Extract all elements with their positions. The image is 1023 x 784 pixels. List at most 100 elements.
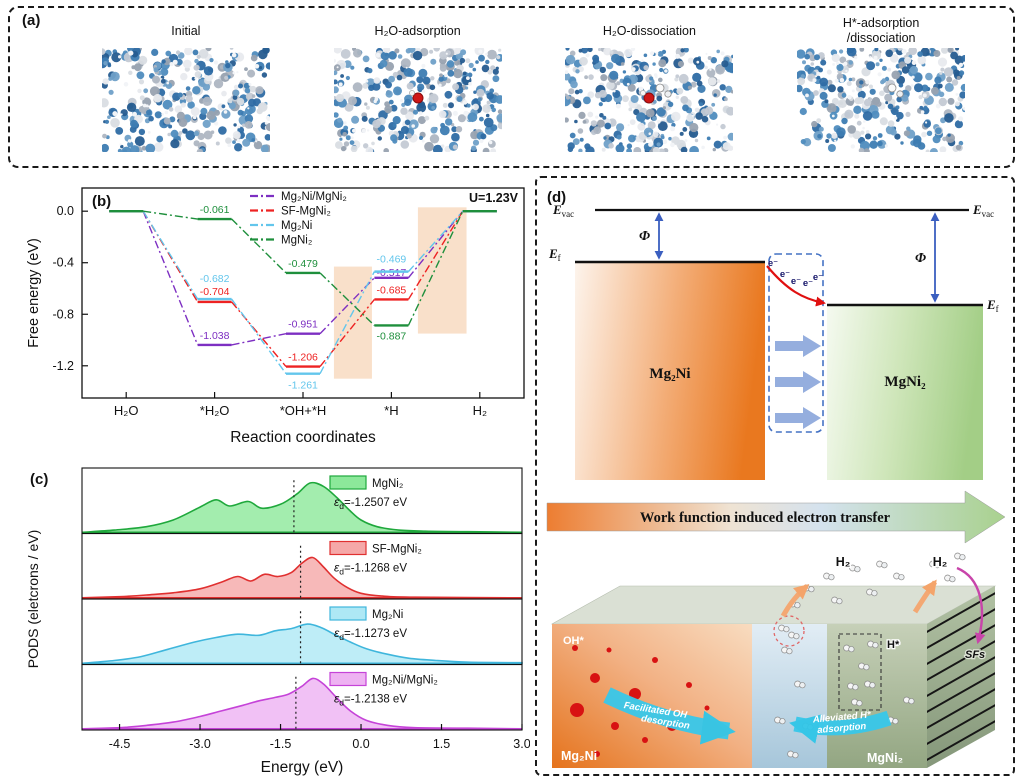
x-tick-label: *H₂O bbox=[200, 403, 230, 418]
legend-swatch bbox=[329, 475, 367, 490]
value-label: -1.206 bbox=[288, 352, 318, 364]
oh-species-dot bbox=[686, 682, 692, 688]
panel-d-label: (d) bbox=[547, 189, 566, 206]
oh-species-dot bbox=[594, 751, 600, 757]
d-band-center-label: εd=-1.2507 eV bbox=[334, 495, 407, 511]
legend-swatch bbox=[329, 671, 367, 687]
banner-arrow bbox=[546, 490, 1006, 544]
dashed-circle-highlight bbox=[773, 615, 805, 647]
sfs-pointer-arrow bbox=[956, 566, 986, 645]
oh-species-dot bbox=[652, 657, 658, 663]
highlight-band bbox=[417, 207, 467, 334]
y-tick-label: -0.8 bbox=[52, 307, 74, 321]
x-tick-label: *OH+*H bbox=[280, 403, 327, 418]
h-adsorption-arrow bbox=[789, 710, 892, 744]
value-label: -0.685 bbox=[377, 284, 407, 296]
d-band-center-label: εd=-1.1268 eV bbox=[334, 561, 407, 577]
legend-label: Mg₂Ni bbox=[372, 609, 403, 621]
legend-label: MgNi₂ bbox=[372, 478, 403, 490]
transfer-block-arrow bbox=[775, 335, 821, 357]
h2-release-arrow-left bbox=[780, 584, 810, 618]
sfs-label: SFs bbox=[965, 649, 985, 661]
series-Mg₂Ni: -0.682 -1.261 -0.469 bbox=[109, 209, 497, 392]
interface-dashed-box bbox=[768, 253, 824, 433]
mg2ni-block bbox=[575, 262, 765, 480]
value-label: -0.951 bbox=[288, 319, 318, 331]
oh-label: OH* bbox=[563, 635, 585, 647]
x-tick-label: -1.5 bbox=[270, 737, 292, 751]
pods-panel-SF-MgNi₂: SF-MgNi₂ εd=-1.1268 eV bbox=[81, 532, 523, 600]
x-tick-label: H₂ bbox=[473, 403, 487, 418]
electron-label: e⁻ bbox=[803, 278, 813, 289]
oh-species-dot bbox=[572, 645, 578, 651]
electron-label: e⁻ bbox=[768, 258, 778, 269]
highlight-band bbox=[333, 266, 372, 379]
value-label: -1.038 bbox=[200, 330, 230, 342]
phi-label-left: Φ bbox=[639, 229, 650, 244]
banner-text: Work function induced electron transfer bbox=[640, 510, 891, 526]
value-label: -0.479 bbox=[288, 258, 318, 270]
density-curve bbox=[81, 481, 523, 534]
value-label: -0.682 bbox=[200, 273, 230, 285]
value-label: -0.061 bbox=[200, 204, 230, 216]
legend-label: SF-MgNi₂ bbox=[372, 544, 422, 556]
x-tick-label: -4.5 bbox=[109, 737, 131, 751]
h-star-label: H* bbox=[887, 639, 900, 651]
crystal-structure-image bbox=[101, 48, 270, 152]
density-curve bbox=[81, 556, 523, 599]
evac-label-right: Evac bbox=[972, 202, 994, 219]
structure-row: Initial H₂O-adsorption H₂O-dissociation … bbox=[70, 14, 997, 162]
panel-c-pods-chart: MgNi₂ εd=-1.2507 eV SF-MgNi₂ εd=-1.1268 eV M… bbox=[25, 467, 530, 776]
electron-label: e⁻ bbox=[780, 269, 790, 280]
left-material-label: Mg₂Ni bbox=[649, 366, 690, 382]
oh-species-dot bbox=[606, 647, 612, 653]
h2-label-right: H₂ bbox=[933, 555, 948, 569]
y-axis-title: Free energy (eV) bbox=[26, 238, 42, 348]
schematic-left-material-label: Mg₂Ni bbox=[561, 749, 597, 763]
x-tick-label: 1.5 bbox=[433, 737, 450, 751]
interface-front-face bbox=[752, 624, 827, 768]
y-tick-label: -1.2 bbox=[52, 359, 74, 373]
transfer-block-arrow bbox=[775, 371, 821, 393]
h-cluster-dashed-box bbox=[838, 633, 882, 711]
legend-swatch bbox=[329, 606, 367, 621]
structure-title: H₂O-dissociation bbox=[602, 23, 696, 38]
structure-item-initial: Initial bbox=[101, 14, 270, 152]
x-axis-title: Energy (eV) bbox=[261, 759, 344, 776]
panel-a: (a) Initial H₂O-adsorption H₂O-dissociat… bbox=[8, 6, 1015, 168]
oh-species-dot bbox=[570, 703, 584, 717]
stacking-faults-lines bbox=[927, 590, 995, 762]
value-label: -0.469 bbox=[377, 254, 407, 266]
oh-desorption-arrow bbox=[603, 687, 736, 745]
electron-flow-arrow bbox=[766, 265, 826, 307]
value-label: -1.261 bbox=[288, 380, 318, 392]
h2-release-arrow-right bbox=[912, 579, 938, 614]
phi-label-right: Φ bbox=[915, 251, 926, 266]
h2-label-left: H₂ bbox=[836, 555, 851, 569]
y-axis-title: PODS (eletcrons / eV) bbox=[25, 530, 41, 669]
d-band-center-label: εd=-1.1273 eV bbox=[334, 626, 407, 642]
pods-panel-Mg₂Ni: Mg₂Ni εd=-1.1273 eV bbox=[81, 598, 523, 666]
y-tick-label: -0.4 bbox=[52, 256, 74, 270]
structure-item-h2o-dissociation: H₂O-dissociation bbox=[565, 14, 734, 152]
electron-label: e⁻ bbox=[791, 276, 801, 287]
legend-label: Mg₂Ni bbox=[281, 220, 312, 232]
oh-species-dot bbox=[611, 722, 619, 730]
evac-label-left: Evac bbox=[552, 202, 574, 219]
panel-a-label: (a) bbox=[22, 12, 41, 29]
x-axis-title: Reaction coordinates bbox=[230, 429, 376, 446]
ef-label-right: Ef bbox=[986, 297, 999, 314]
h-adsorption-text: adsorption bbox=[817, 721, 867, 736]
pods-panel-MgNi₂: MgNi₂ εd=-1.2507 eV bbox=[81, 467, 523, 535]
right-material-label: MgNi₂ bbox=[884, 374, 926, 390]
crystal-structure-image bbox=[565, 48, 734, 152]
legend-label: Mg₂Ni/MgNi₂ bbox=[281, 191, 347, 203]
structure-item-h-adsorption-dissociation: H*-adsorption /dissociation bbox=[797, 14, 966, 152]
panel-c-label: (c) bbox=[30, 471, 48, 488]
x-tick-label: H₂O bbox=[114, 403, 139, 418]
